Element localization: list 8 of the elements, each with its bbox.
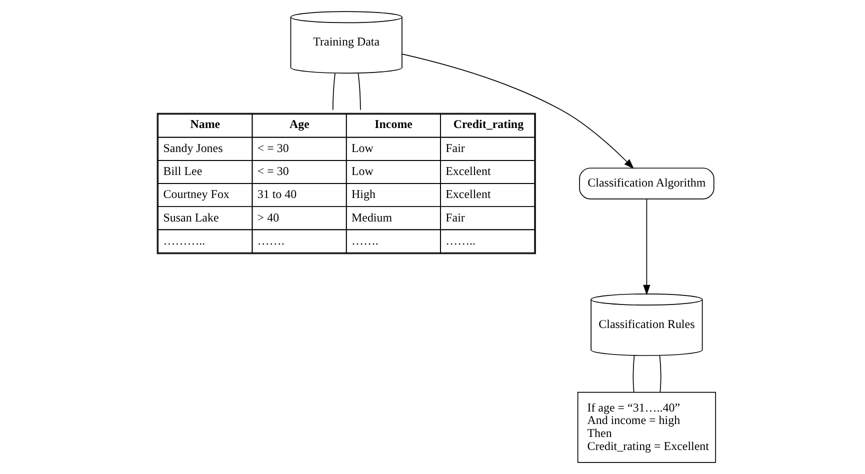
connector [357, 73, 360, 110]
connector [332, 73, 335, 110]
arrow [642, 198, 650, 296]
connector [632, 355, 634, 393]
node-box: If age = “31…..40” And income = high Then Credit_rating = Excellent [576, 392, 716, 463]
node-box: Classification Algorithm [578, 168, 714, 200]
arrow [401, 54, 634, 170]
connector [658, 355, 661, 393]
